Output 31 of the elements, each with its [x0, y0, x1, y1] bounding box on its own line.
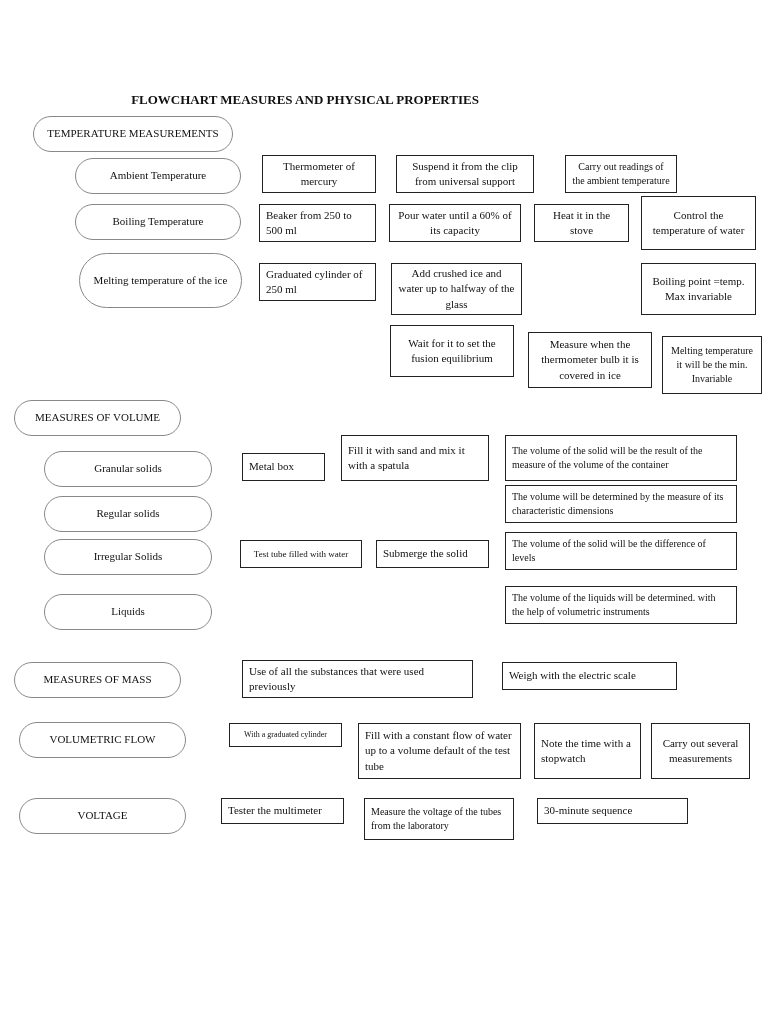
step-box: Measure when the thermometer bulb it is covered in ice: [528, 332, 652, 388]
step-box: The volume will be determined by the measure of its characteristic dimensions: [505, 485, 737, 523]
step-box: Pour water until a 60% of its capacity: [389, 204, 521, 242]
step-box: Submerge the solid: [376, 540, 489, 568]
diagram-title: FLOWCHART MEASURES AND PHYSICAL PROPERTIES: [130, 92, 480, 108]
step-box: 30-minute sequence: [537, 798, 688, 824]
step-box: The volume of the liquids will be determined. with the help of volumetric instruments: [505, 586, 737, 624]
step-box: Heat it in the stove: [534, 204, 629, 242]
step-box: The volume of the solid will be the result of the measure of the volume of the container: [505, 435, 737, 481]
step-box: Fill it with sand and mix it with a spatula: [341, 435, 489, 481]
step-box: Note the time with a stopwatch: [534, 723, 641, 779]
step-box: Measure the voltage of the tubes from the laboratory: [364, 798, 514, 840]
step-box: Wait for it to set the fusion equilibrium: [390, 325, 514, 377]
step-box: Add crushed ice and water up to halfway of the glass: [391, 263, 522, 316]
step-box: Graduated cylinder of 250 ml: [259, 263, 376, 301]
step-box: Test tube filled with water: [240, 540, 362, 568]
step-box: Beaker from 250 to 500 ml: [259, 204, 376, 242]
step-box: With a graduated cylinder: [229, 723, 342, 747]
step-box: Boiling point =temp. Max invariable: [641, 263, 756, 315]
step-box: Melting temperature it will be the min. Invariable: [662, 336, 762, 394]
step-box: Thermometer of mercury: [262, 155, 376, 193]
step-box: Suspend it from the clip from universal support: [396, 155, 534, 193]
step-box: Use of all the substances that were used previously: [242, 660, 473, 698]
step-box: Control the temperature of water: [641, 196, 756, 250]
step-box: The volume of the solid will be the difference of levels: [505, 532, 737, 570]
step-box: Carry out readings of the ambient temperature: [565, 155, 677, 193]
step-box: Carry out several measurements: [651, 723, 750, 779]
step-box: Metal box: [242, 453, 325, 481]
step-box: Tester the multimeter: [221, 798, 344, 824]
step-box: Fill with a constant flow of water up to a volume default of the test tube: [358, 723, 521, 779]
step-box: Weigh with the electric scale: [502, 662, 677, 690]
